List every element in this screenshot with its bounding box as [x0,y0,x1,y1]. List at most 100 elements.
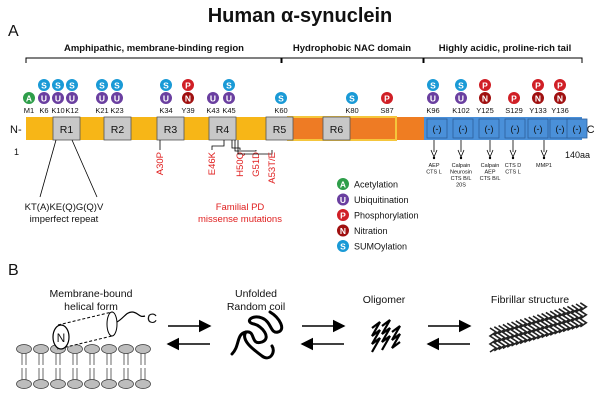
site-k21-badge-0-letter: U [99,93,105,103]
mutation-a30p: A30P [155,140,166,175]
legend-badge: U [336,192,350,207]
protease-name: CTS D [505,163,522,169]
site-label: Y39 [181,106,194,115]
protease-name: AEP [428,163,439,169]
acidic-mark-label: (-) [534,124,543,134]
site-y39-badge-1: P [181,78,195,92]
region-brackets [25,57,583,63]
site-y125-badge-0: N [478,91,492,105]
site-k12-badge-1-letter: S [69,80,75,90]
site-k6-badge-0: U [37,91,51,105]
acidic-mark: (-) [452,118,474,139]
protease-site-4: MMP1 [536,140,552,169]
acidic-mark: (-) [426,118,448,139]
region-acidic: Highly acidic, proline-rich tail [439,43,572,54]
repeat-r3: R3 [156,116,185,141]
legend-badge: A [336,177,350,191]
site-k45-badge-0-letter: U [226,93,232,103]
protease-name: CTS B/L [451,176,472,182]
site-k96-badge-1-letter: S [430,80,436,90]
site-y39-badge-0-letter: N [185,93,191,103]
mutation-label: A30P [155,152,166,175]
site-k60-badge-0-letter: S [278,93,284,103]
repeat-r2: R2 [103,116,132,141]
helix-n-cap [52,324,70,350]
helix-n-label: N [57,331,66,345]
repeat-label: R6 [330,124,344,136]
site-k10-badge-1: S [51,78,65,92]
ptm-sites: AM1USK6USK10USK12USK21USK23USK34NPY39UK4… [22,78,569,115]
site-y136-badge-1-letter: P [557,80,563,90]
site-k10-badge-0-letter: U [55,93,61,103]
repeat-callout [39,139,98,198]
site-label: K34 [159,106,172,115]
legend-label: Ubiquitination [354,195,409,205]
acidic-mark-label: (-) [511,124,520,134]
site-s87-badge-0-letter: P [384,93,390,103]
legend-ubiquitination: U Ubiquitination [336,192,409,207]
region-amphipathic: Amphipathic, membrane-binding region [64,43,244,54]
protease-name: CTS B/L [480,176,501,182]
repeat-motif-caption: imperfect repeat [30,214,99,225]
site-label: K43 [206,106,219,115]
site-k60-badge-0: S [274,91,288,105]
site-k12-badge-0: U [65,91,79,105]
site-k12-badge-1: S [65,78,79,92]
site-k23-badge-1-letter: S [114,80,120,90]
legend-badge: S [336,239,350,253]
site-y136-badge-0: N [553,91,567,105]
site-k6-badge-1: S [37,78,51,92]
mutation-label: H50Q [235,152,246,177]
site-k45-badge-0: U [222,91,236,105]
region-nac: Hydrophobic NAC domain [293,43,411,54]
repeat-motif: KT(A)KE(Q)G(Q)V [25,202,104,213]
site-label: K80 [345,106,358,115]
site-y133-badge-1: P [531,78,545,92]
repeat-r6: R6 [322,116,351,141]
mutation-a53t-e: A53T/E [237,140,278,184]
protease-name: Neurosin [450,170,472,176]
repeat-label: R2 [111,124,125,136]
panel-a-label: A [8,23,19,40]
site-k96-badge-0-letter: U [430,93,436,103]
amphipathic-helix [52,311,146,350]
figure-title: Human α-synuclein [208,5,393,27]
membrane-bilayer [16,344,151,389]
site-s129-badge-0-letter: P [511,93,517,103]
random-coil [230,310,284,360]
repeat-label: R3 [164,124,178,136]
site-k102-badge-0-letter: U [458,93,464,103]
acidic-mark-label: (-) [433,124,442,134]
site-y39: NP Y39 [181,78,195,115]
site-k43-badge-0-letter: U [210,93,216,103]
site-k102-badge-1: S [454,78,468,92]
site-k34-badge-0-letter: U [163,93,169,103]
site-k45-badge-1-letter: S [226,80,232,90]
residue-end: 140aa [565,150,590,160]
repeat-label: R4 [216,124,230,136]
site-k34-badge-0: U [159,91,173,105]
repeat-label: R5 [273,124,287,136]
site-k23-badge-0-letter: U [114,93,120,103]
site-label: S87 [380,106,393,115]
site-y125-badge-0-letter: N [482,93,488,103]
acidic-mark: (-) [527,118,549,139]
mutation-label: G51D [251,152,262,177]
panel-b-label: B [8,262,19,279]
acidic-charge-marks: (-)(-)(-)(-)(-)(-)(-) [426,118,588,139]
site-label: K102 [452,106,470,115]
helix-c-label: C [147,310,157,326]
nac-bracket [281,57,424,63]
site-k6-badge-1-letter: S [41,80,47,90]
site-k23-badge-1: S [110,78,124,92]
